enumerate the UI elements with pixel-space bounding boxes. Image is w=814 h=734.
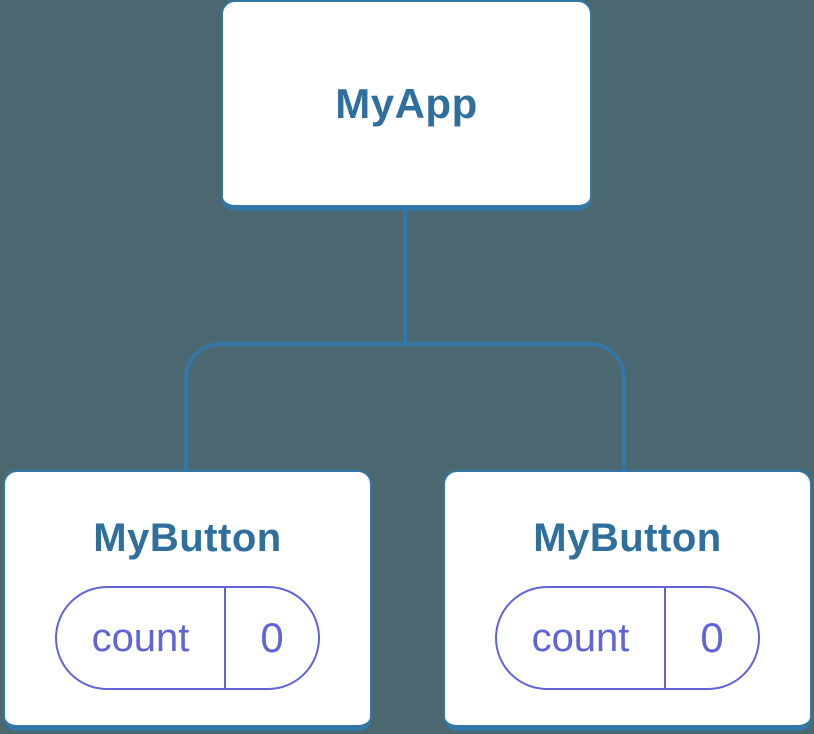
state-value-left: 0 [260, 614, 284, 661]
state-pill-right: count 0 [495, 586, 760, 690]
state-pill-left: count 0 [55, 586, 320, 690]
state-pill-divider-left [224, 588, 226, 688]
node-label-mybutton-right: MyButton [533, 516, 722, 560]
tree-node-mybutton-left: MyButton count 0 [3, 470, 372, 731]
state-name-left: count [91, 615, 190, 660]
connector-branch-bracket [184, 342, 626, 470]
state-pill-divider-right [664, 588, 666, 688]
node-label-myapp: MyApp [335, 79, 478, 127]
tree-node-myapp: MyApp [221, 0, 592, 211]
connector-trunk [403, 209, 407, 346]
state-name-right: count [531, 615, 630, 660]
node-label-mybutton-left: MyButton [93, 516, 282, 560]
tree-node-mybutton-right: MyButton count 0 [443, 470, 812, 731]
state-value-right: 0 [700, 614, 724, 661]
